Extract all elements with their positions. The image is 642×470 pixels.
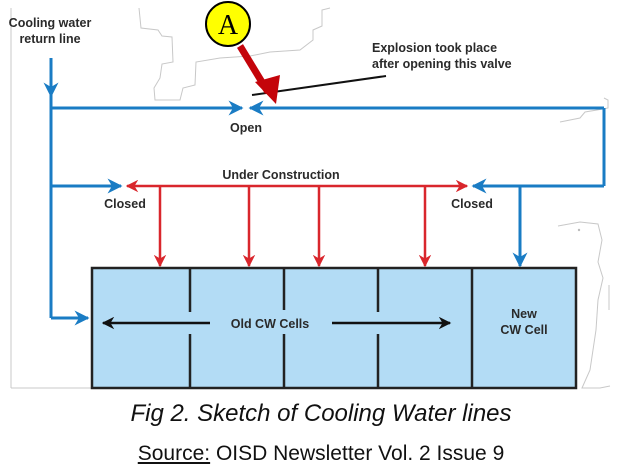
closed-left-label: Closed [104,197,146,211]
callout-circle [205,1,251,47]
figure-caption: Fig 2. Sketch of Cooling Water lines [130,400,512,427]
new-cell-label-1: New [511,307,537,321]
callout-marker-text: A [218,10,239,41]
explosion-note-line-1: Explosion took place [372,41,497,55]
open-valve-label: Open [230,121,262,135]
callout-arrow-head [255,75,280,104]
callout-a: A [205,1,387,104]
source-text: OISD Newsletter Vol. 2 Issue 9 [210,442,505,465]
return-line-label-2: return line [19,32,80,46]
under-construction-lines [125,179,469,268]
explosion-note-line-2: after opening this valve [372,57,512,71]
closed-right-label: Closed [451,197,493,211]
return-line-label-1: Cooling water [9,16,92,30]
old-cells-label: Old CW Cells [231,317,310,331]
cw-cells [90,266,578,390]
cooling-water-diagram: A Cooling water return line Explosion to… [9,1,611,390]
old-cells-label-bg [205,310,335,334]
background-dot [577,228,581,232]
cooling-water-lines [43,58,606,326]
source-label: Source: [137,442,211,465]
under-construction-label: Under Construction [222,168,339,182]
source-line: Source: OISD Newsletter Vol. 2 Issue 9 [0,442,642,466]
new-cell-label-2: CW Cell [500,323,547,337]
divider-gap [274,312,294,334]
